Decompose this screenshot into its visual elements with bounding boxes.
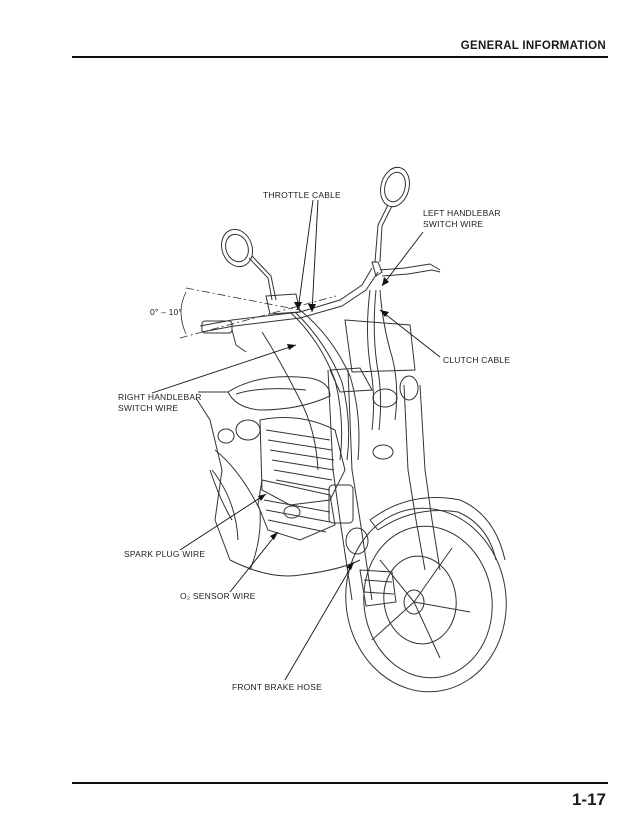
frame-rear (195, 397, 361, 577)
section-title: GENERAL INFORMATION (460, 40, 606, 52)
leader-lines (151, 199, 441, 681)
footer-rule (72, 782, 608, 784)
leader-clutch (379, 309, 441, 358)
front-fork (327, 369, 441, 601)
brake-caliper (359, 569, 397, 607)
leader-arrowheads (258, 277, 389, 570)
label-left-handlebar-switch-wire: LEFT HANDLEBAR SWITCH WIRE (423, 208, 501, 229)
angle-arc (180, 291, 187, 335)
label-throttle-cable: THROTTLE CABLE (263, 190, 341, 200)
leader-throttle-2 (311, 199, 319, 313)
leader-right-switch (151, 344, 297, 394)
label-o2-sensor-wire: O₂ SENSOR WIRE (180, 591, 256, 601)
label-clutch-cable: CLUTCH CABLE (443, 355, 511, 365)
angle-reference-lines (179, 287, 337, 339)
header-rule (72, 56, 608, 58)
handlebar (199, 261, 441, 353)
cable-bundle (261, 289, 398, 471)
fuel-tank (198, 376, 331, 411)
headlight-assembly (329, 319, 419, 460)
leader-front-brake (284, 561, 355, 681)
leader-left-switch (381, 231, 424, 287)
leader-o2-sensor (229, 531, 279, 593)
leader-throttle-1 (297, 199, 314, 311)
label-right-handlebar-switch-wire: RIGHT HANDLEBAR SWITCH WIRE (118, 392, 202, 413)
label-spark-plug-wire: SPARK PLUG WIRE (124, 549, 206, 559)
front-wheel (345, 507, 507, 693)
label-front-brake-hose: FRONT BRAKE HOSE (232, 682, 322, 692)
page-number: 1-17 (571, 790, 606, 809)
right-mirror (374, 166, 410, 263)
label-angle: 0° – 10° (150, 307, 183, 317)
front-fender (369, 497, 506, 561)
leader-spark-plug (179, 493, 267, 551)
engine (211, 417, 346, 571)
left-mirror (220, 228, 277, 301)
